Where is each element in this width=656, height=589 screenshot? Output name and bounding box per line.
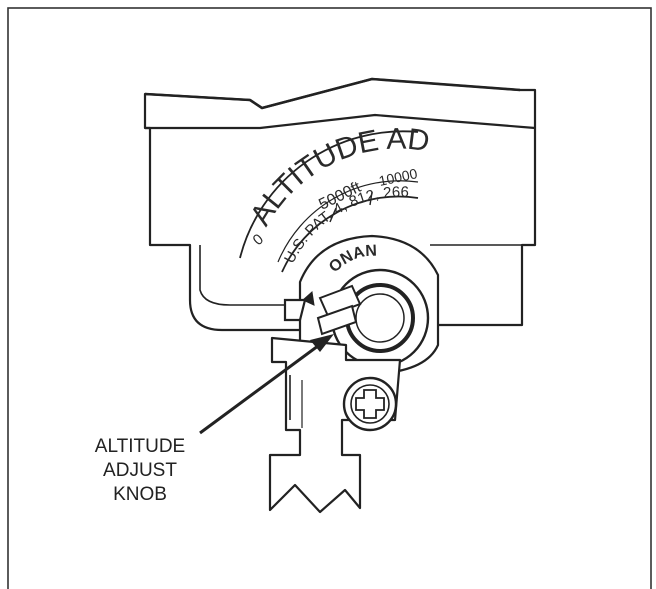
phillips-head-icon (355, 389, 385, 419)
dial-scale-10000: 10000 (377, 165, 419, 189)
adjustment-screw (342, 376, 398, 432)
pointer-triangle-icon (302, 291, 315, 306)
callout-line-1: ALTITUDE (95, 436, 185, 457)
carburetor-body (143, 77, 537, 332)
callout-arrow (199, 334, 334, 435)
callout-label: ALTITUDE ADJUST KNOB (95, 436, 185, 505)
figure-border (7, 7, 652, 589)
altitude-dial-plate (239, 130, 419, 273)
callout-line-2: ADJUST (103, 460, 177, 481)
altitude-adjust-knob (302, 268, 430, 368)
callout-line-3: KNOB (113, 484, 167, 505)
